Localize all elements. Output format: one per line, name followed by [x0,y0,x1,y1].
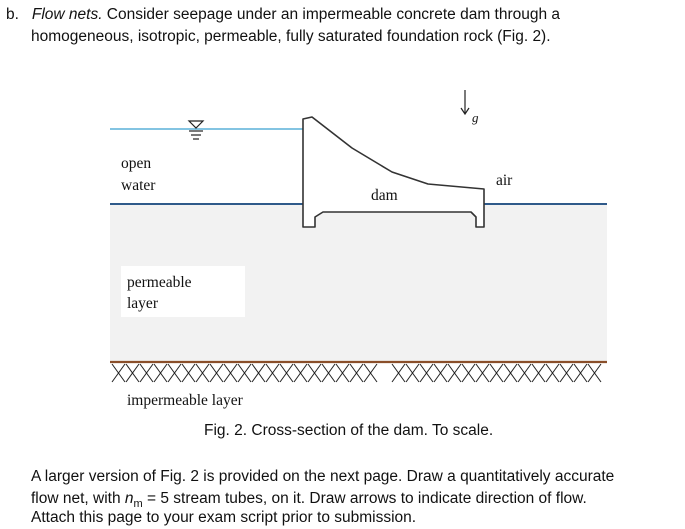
problem-line1-text: Consider seepage under an impermeable co… [102,6,561,23]
instructions-line-3-partial: Attach this page to your exam script pri… [31,509,417,526]
dam-label: dam [371,187,398,204]
gravity-label: g [472,110,479,125]
instructions-line2-post: = 5 stream tubes, on it. Draw arrows to … [142,490,587,507]
problem-label: b. [6,6,19,23]
problem-line-2: homogeneous, isotropic, permeable, fully… [31,28,551,45]
problem-title: Flow nets. [31,6,103,23]
permeable-label-1: permeable [127,274,192,291]
permeable-label-box [121,266,245,317]
open-water-label-1: open [121,155,151,172]
open-water-label-2: water [121,177,156,194]
problem-line-1: b. Flow nets. Consider seepage under an … [6,4,560,26]
figure-caption: Fig. 2. Cross-section of the dam. To sca… [204,422,494,439]
impermeable-label: impermeable layer [127,392,244,409]
dam-outline [302,116,485,228]
permeable-label-2: layer [127,295,159,312]
gravity-arrow-icon [460,90,470,116]
instructions: A larger version of Fig. 2 is provided o… [31,466,614,515]
n-symbol: n [124,490,134,507]
n-subscript: m [133,498,143,511]
instructions-line2-pre: flow net, with [31,490,125,507]
instructions-line-2: flow net, with nm = 5 stream tubes, on i… [31,488,614,515]
air-label: air [496,172,513,189]
impermeable-hatching [111,363,602,383]
dam-figure: g open water air dam permeable layer imp… [110,90,607,409]
water-table-symbol [187,120,205,140]
instructions-line-1: A larger version of Fig. 2 is provided o… [31,468,615,485]
